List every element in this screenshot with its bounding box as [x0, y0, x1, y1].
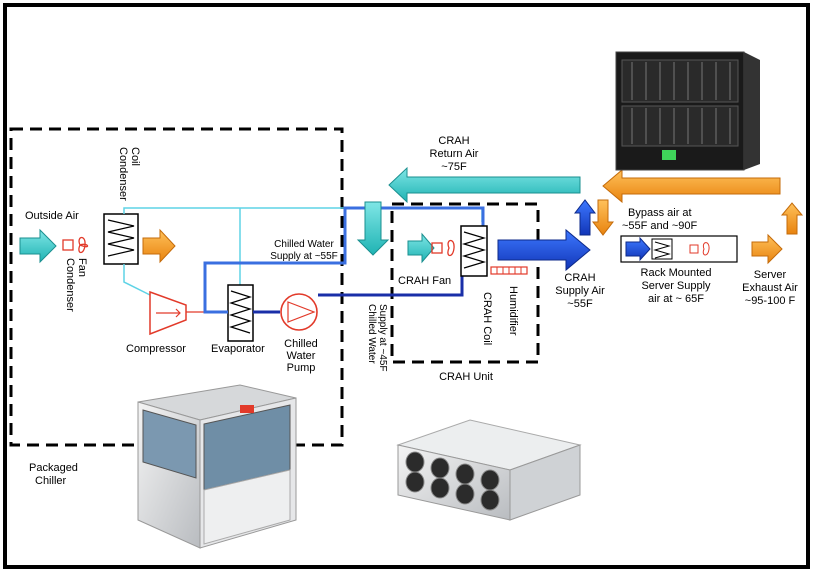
exhaust-label-3: ~95-100 F: [745, 295, 796, 307]
compressor-label: Compressor: [126, 343, 186, 355]
crah-fan-label: CRAH Fan: [398, 275, 451, 287]
chiller-unit-icon: [137, 384, 297, 549]
svg-text:Supply at ~45F: Supply at ~45F: [377, 304, 388, 372]
svg-text:Condenser: Condenser: [117, 147, 129, 201]
svg-text:Chilled Water: Chilled Water: [366, 304, 377, 364]
condenser-coil-label: Condenser Coil: [117, 147, 141, 201]
packaged-chiller-label-1: Packaged: [29, 462, 78, 474]
outside-air-arrow: [19, 228, 57, 264]
hot-air-return-arrow: [602, 168, 781, 204]
crah-supply-air-arrow: [497, 228, 591, 272]
condenser-fan-icon: [62, 236, 89, 254]
exhaust-up-arrow: [780, 202, 804, 235]
pump-label-3: Pump: [287, 362, 316, 374]
crah-return-label-3: ~75F: [441, 161, 467, 173]
pump-icon: [280, 293, 318, 331]
chw-supply-55-label-2: Supply at ~55F: [270, 251, 338, 262]
exhaust-label-1: Server: [754, 269, 787, 281]
humidifier-icon: [490, 266, 528, 275]
pump-label-2: Water: [287, 350, 316, 362]
crah-return-label-1: CRAH: [438, 135, 469, 147]
server-rack-icon: [615, 51, 760, 171]
svg-text:Coil: Coil: [129, 147, 141, 166]
svg-text:Fan: Fan: [76, 258, 88, 277]
crah-unit-label: CRAH Unit: [439, 371, 493, 383]
rack-label-3: air at ~ 65F: [648, 293, 704, 305]
chilled-water-return-line: [203, 206, 485, 314]
crah-return-air-arrow: [356, 166, 581, 256]
exhaust-label-2: Exhaust Air: [742, 282, 798, 294]
crah-coil-label: CRAH Coil: [481, 292, 493, 345]
evaporator-label: Evaporator: [211, 343, 265, 355]
chw-supply-45-label: Chilled Water Supply at ~45F: [366, 304, 388, 372]
outer-frame: [3, 3, 810, 569]
bypass-up-arrow: [573, 199, 597, 236]
rack-label-2: Server Supply: [641, 280, 711, 292]
rack-label-1: Rack Mounted: [641, 267, 712, 279]
evaporator-icon: [227, 284, 254, 342]
chilled-water-supply-line: [253, 275, 464, 314]
condenser-exhaust-arrow: [142, 228, 176, 264]
condenser-coil-icon: [103, 213, 139, 265]
humidifier-label: Humidifier: [507, 286, 519, 336]
server-exhaust-arrow: [751, 233, 783, 265]
chw-supply-55-label-1: Chilled Water: [274, 239, 334, 250]
svg-text:CRAH Coil: CRAH Coil: [481, 292, 493, 345]
crah-supply-label-1: CRAH: [564, 272, 595, 284]
bypass-label-1: Bypass air at: [628, 207, 692, 219]
crah-supply-label-2: Supply Air: [555, 285, 605, 297]
rack-server-icon: [620, 235, 738, 263]
bypass-label-2: ~55F and ~90F: [622, 220, 698, 232]
crah-fan-arrow: [407, 232, 435, 264]
crah-unit-icon: [396, 419, 582, 521]
packaged-chiller-label-2: Chiller: [35, 475, 67, 487]
crah-fan-icon: [431, 239, 455, 257]
pump-label-1: Chilled: [284, 338, 318, 350]
condenser-fan-label: Condenser Fan: [64, 258, 88, 312]
svg-text:Condenser: Condenser: [64, 258, 76, 312]
outside-air-label: Outside Air: [25, 210, 79, 222]
crah-supply-label-3: ~55F: [567, 298, 593, 310]
crah-return-label-2: Return Air: [430, 148, 479, 160]
bypass-down-arrow: [591, 199, 615, 236]
crah-coil-icon: [460, 225, 488, 277]
svg-text:Humidifier: Humidifier: [507, 286, 519, 336]
